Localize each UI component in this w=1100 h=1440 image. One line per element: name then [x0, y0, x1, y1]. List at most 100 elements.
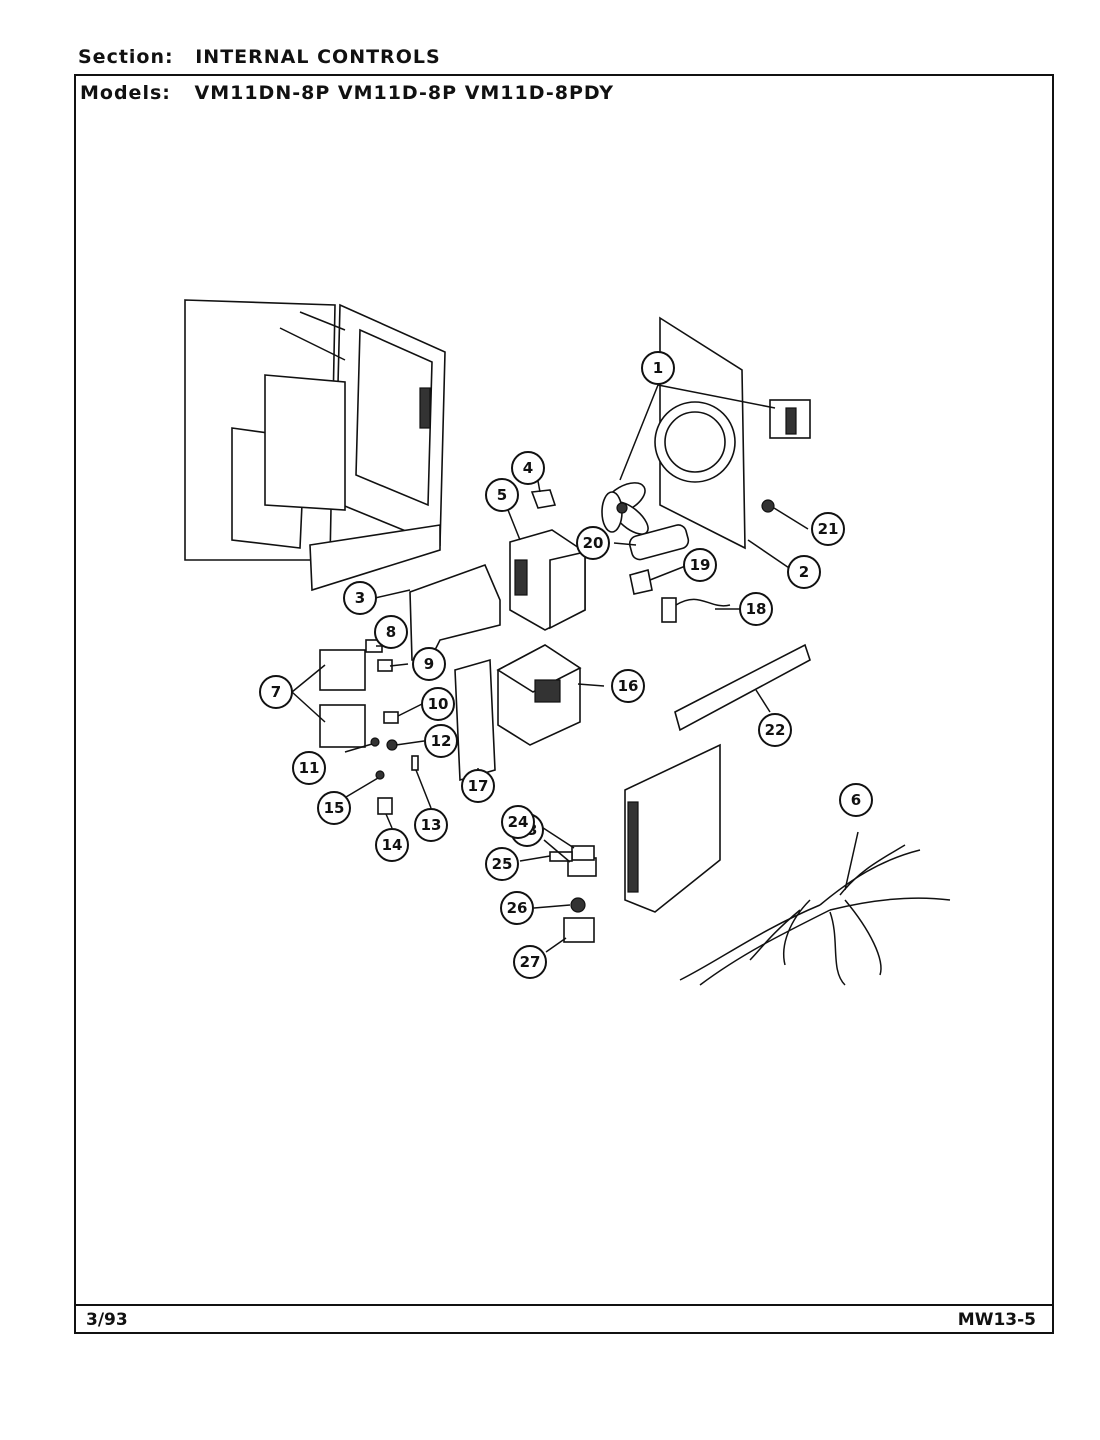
callout-number: 24: [508, 813, 529, 831]
part-11-drawing: [370, 737, 380, 747]
part-3-duct-drawing: [409, 563, 501, 661]
callout-number: 6: [851, 791, 861, 809]
part-12-drawing: [386, 739, 398, 751]
callout-circle: [641, 351, 675, 385]
callout-number: 27: [520, 953, 541, 971]
models-heading: Models: VM11DN-8P VM11D-8P VM11D-8PDY: [80, 82, 614, 104]
callout-17: 17: [461, 769, 495, 803]
part-6-wiring-harness-drawing: [679, 844, 951, 986]
models-value: VM11DN-8P VM11D-8P VM11D-8PDY: [194, 82, 615, 104]
callout-11: 11: [292, 751, 326, 785]
callout-number: 11: [299, 759, 320, 777]
callout-number: 7: [271, 683, 281, 701]
callout-circle: [758, 713, 792, 747]
callout-6: 6: [839, 783, 873, 817]
footer-page-code: MW13-5: [957, 1310, 1036, 1330]
part-21-screw-drawing: [761, 499, 775, 513]
callout-circle: [414, 808, 448, 842]
callout-4: 4: [511, 451, 545, 485]
callout-number: 4: [523, 459, 533, 477]
callout-circle: [683, 548, 717, 582]
callout-7: 7: [259, 675, 293, 709]
callout-18: 18: [739, 592, 773, 626]
callout-21: 21: [811, 512, 845, 546]
callout-circle: [343, 581, 377, 615]
callout-circle: [513, 945, 547, 979]
callout-8: 8: [374, 615, 408, 649]
callout-number: 5: [497, 486, 507, 504]
callout-circle: [500, 891, 534, 925]
part-2-fan-housing-drawing: [654, 316, 746, 550]
callout-circle: [259, 675, 293, 709]
callout-15: 15: [317, 791, 351, 825]
callout-number: 12: [431, 732, 452, 750]
part-5-magnetron-drawing: [509, 529, 586, 631]
part-14-drawing: [377, 797, 393, 815]
part-19-clip-drawing: [629, 568, 653, 595]
callout-number: 13: [421, 816, 442, 834]
part-25-drawing: [549, 851, 573, 862]
part-4-bracket-drawing: [530, 489, 557, 509]
callout-number: 19: [690, 556, 711, 574]
callout-number: 22: [765, 721, 786, 739]
callout-20: 20: [576, 526, 610, 560]
part-18-diode-drawing: [661, 597, 731, 623]
callout-number: 17: [468, 777, 489, 795]
callout-5: 5: [485, 478, 519, 512]
callout-number: 14: [382, 836, 403, 854]
part-9-drawing: [377, 659, 393, 672]
callout-number: 21: [818, 520, 839, 538]
callout-circle: [292, 751, 326, 785]
callout-9: 9: [412, 647, 446, 681]
callout-number: 16: [618, 677, 639, 695]
callout-19: 19: [683, 548, 717, 582]
callout-22: 22: [758, 713, 792, 747]
callout-leader-lines: [291, 384, 859, 953]
callout-circle: [421, 687, 455, 721]
callout-number: 8: [386, 623, 396, 641]
callout-circle: [576, 526, 610, 560]
cabinet-frame-drawing: [184, 299, 446, 592]
part-1-fan-drawing: [601, 482, 649, 535]
callout-number: 1: [653, 359, 663, 377]
callout-circle: [317, 791, 351, 825]
section-label: Section:: [78, 46, 174, 68]
callout-2: 2: [787, 555, 821, 589]
callout-number: 9: [424, 655, 434, 673]
callout-13: 13: [414, 808, 448, 842]
callout-circle: [501, 805, 535, 839]
callout-circle: [611, 669, 645, 703]
callout-circle: [375, 828, 409, 862]
callout-labels: 1234567891011121314151617181920212223242…: [259, 351, 873, 979]
callout-circle: [839, 783, 873, 817]
callout-number: 2: [799, 563, 809, 581]
part-16-transformer-drawing: [496, 644, 582, 746]
callout-12: 12: [424, 724, 458, 758]
part-26-drawing: [570, 897, 586, 913]
footer-divider: [76, 1304, 1052, 1306]
callout-circle: [787, 555, 821, 589]
callout-circle: [485, 847, 519, 881]
diagram-frame: Models: VM11DN-8P VM11D-8P VM11D-8PDY 3/…: [74, 74, 1054, 1334]
callout-number: 25: [492, 855, 513, 873]
callout-number: 26: [507, 899, 528, 917]
section-heading: Section: INTERNAL CONTROLS: [78, 46, 441, 68]
callout-circle: [374, 615, 408, 649]
part-13-drawing: [411, 755, 419, 771]
part-27-drawing: [563, 917, 595, 943]
callout-circle: [485, 478, 519, 512]
models-label: Models:: [80, 82, 171, 104]
callout-number: 18: [746, 600, 767, 618]
callout-27: 27: [513, 945, 547, 979]
part-1-fan-motor-drawing: [769, 399, 811, 439]
callout-circle: [811, 512, 845, 546]
part-20-capacitor-drawing: [628, 524, 690, 561]
callout-14: 14: [375, 828, 409, 862]
callout-10: 10: [421, 687, 455, 721]
callout-circle: [461, 769, 495, 803]
control-bracket-drawing: [624, 743, 721, 913]
callout-number: 15: [324, 799, 345, 817]
callout-3: 3: [343, 581, 377, 615]
callout-circle: [511, 451, 545, 485]
